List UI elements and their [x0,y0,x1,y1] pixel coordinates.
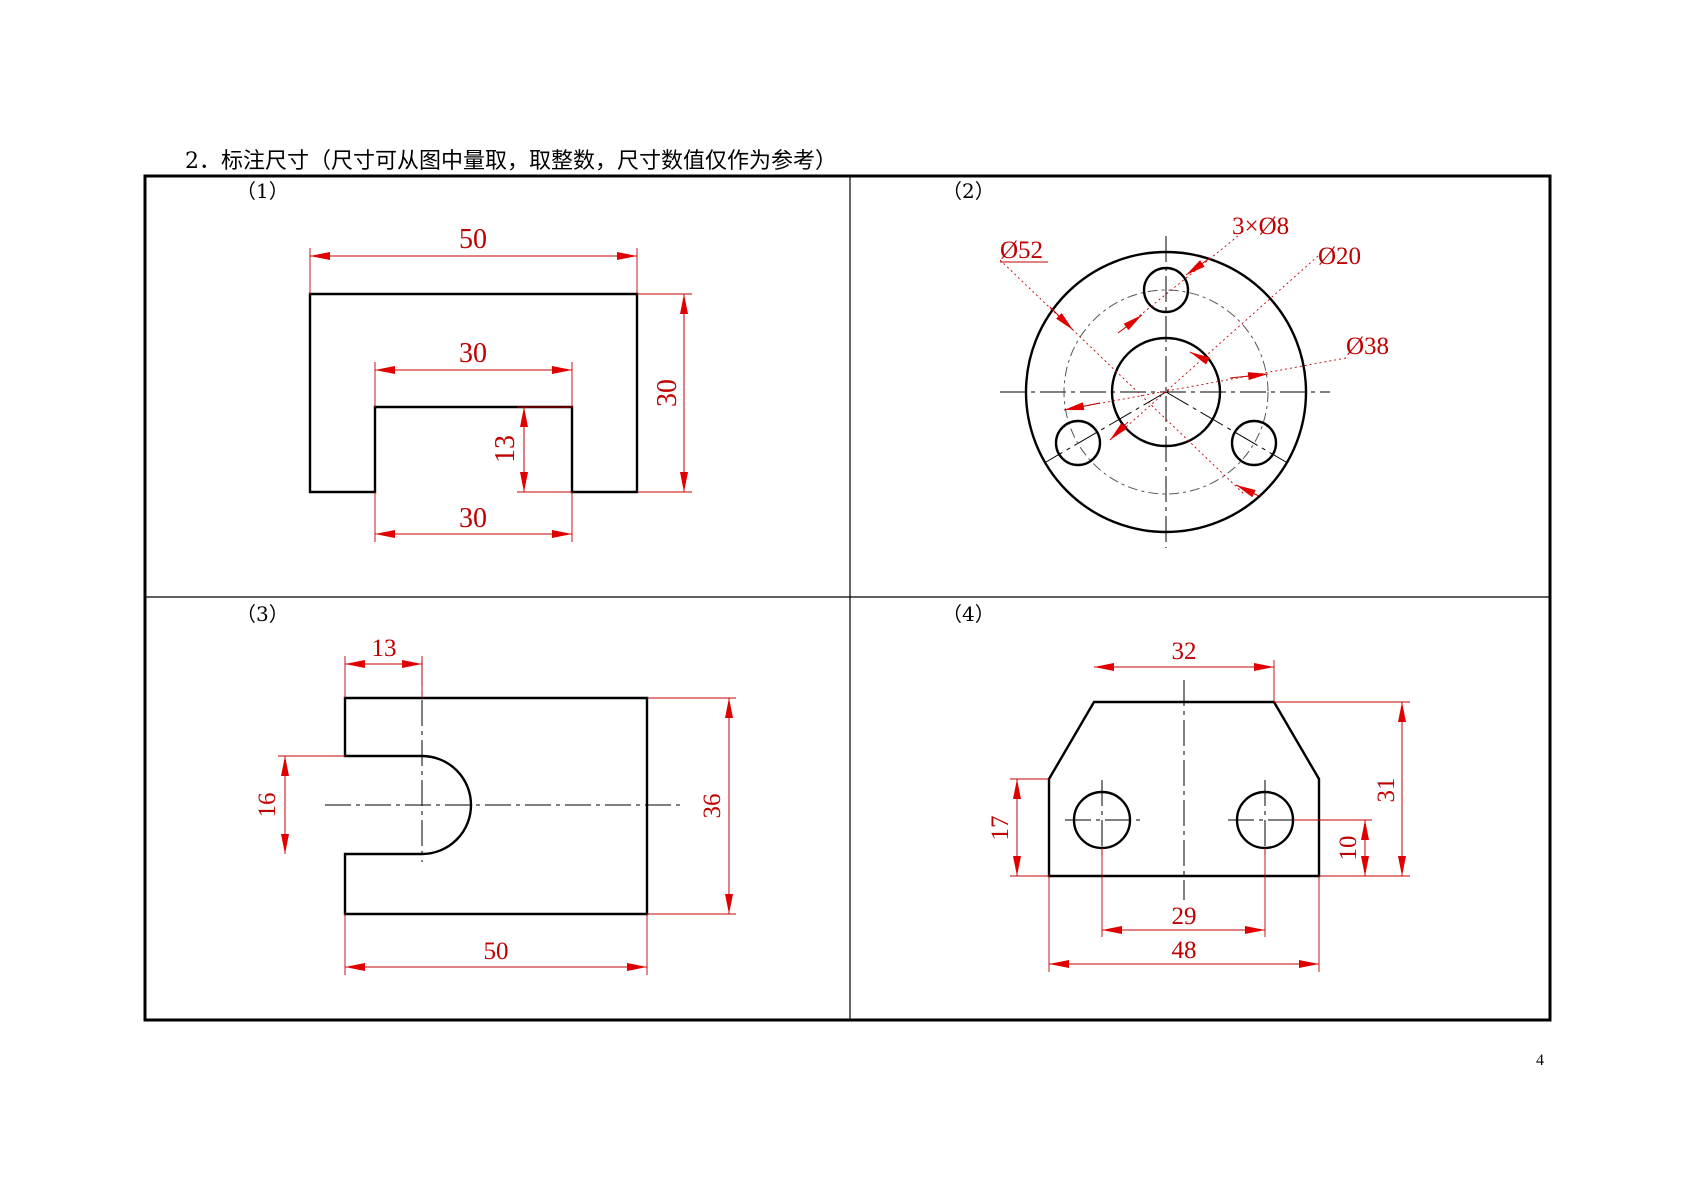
dim-text-31: 31 [1373,778,1400,803]
dim-text-50: 50 [484,938,509,965]
part-1-outline [308,292,639,494]
drawing-frame [143,174,1552,1022]
panel-2-label: （2） [942,179,995,203]
dim-text-48: 48 [1172,937,1197,964]
dim-text-36: 36 [699,794,726,819]
bolt-hole-left [1054,419,1102,467]
dim-text-10: 10 [1335,836,1362,861]
pitch-circle-d38 [1063,289,1269,495]
arrow-d20 [1189,351,1210,365]
arrow-d52 [1049,306,1074,331]
leader-3xd8 [1127,235,1239,326]
dim-text-d20: Ø20 [1318,243,1361,270]
dim-text-3xd8: 3×Ø8 [1232,213,1289,240]
dim-text-17: 17 [987,816,1014,841]
arrow-3xd8 [1185,257,1211,276]
page-heading: 2．标注尺寸（尺寸可从图中量取，取整数，尺寸数值仅作为参考） [185,149,837,174]
arrow-d38 [1063,402,1101,411]
arrow-3xd8 [1117,314,1143,334]
hub-circle-d20 [1110,336,1222,448]
leader-d20 [1115,255,1319,437]
dim-text-d38: Ø38 [1346,333,1389,360]
dim-text-d52: Ø52 [1000,237,1043,264]
arrow-d38 [1229,372,1269,381]
panel-1-label: （1） [236,179,289,203]
dim-text-16: 16 [254,793,281,818]
outer-circle-d52 [1024,250,1308,534]
dim-text-29: 29 [1172,903,1197,930]
dim-text-30-height: 30 [652,379,683,407]
dim-text-30-slot: 30 [459,338,487,369]
panel-4-label: （4） [942,602,995,626]
panel-1: （1） 50 30 30 13 30 [236,179,692,542]
arrow-d20 [1109,421,1129,441]
centerline-diagonal [1045,391,1167,463]
dim-text-32: 32 [1172,638,1197,665]
bolt-hole-right [1230,419,1278,467]
bolt-hole-top [1142,266,1190,314]
leader-d52 [999,259,1245,495]
centerline-diagonal [1165,391,1287,463]
dim-text-30-bottom: 30 [459,503,487,534]
part-3-outline [343,696,649,916]
panel-3-label: （3） [236,602,289,626]
panel-2: （2） Ø52 3×Ø8 Ø20 Ø38 [942,179,1389,548]
page-number: 4 [1536,1052,1544,1069]
panel-4: （4） 32 17 31 10 29 48 [942,602,1410,972]
arrow-d52 [1235,484,1260,498]
dim-text-13: 13 [372,635,397,662]
dim-text-13-depth: 13 [490,435,521,463]
dim-text-50-top: 50 [459,224,487,255]
panel-3: （3） 13 16 36 50 [236,602,736,975]
